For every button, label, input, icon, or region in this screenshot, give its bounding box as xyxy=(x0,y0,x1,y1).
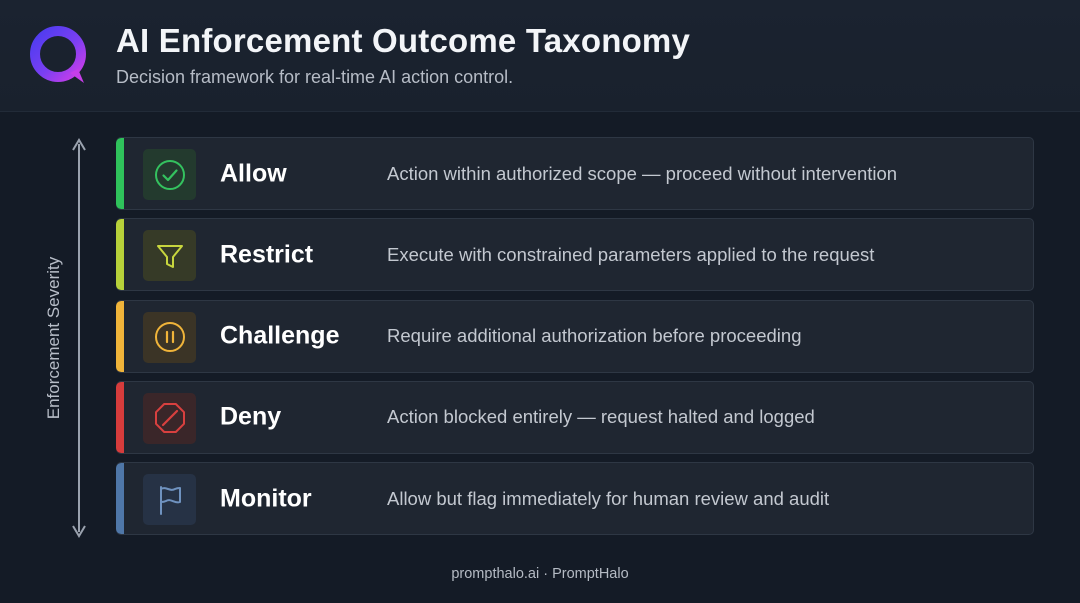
outcome-row-challenge: Challenge Require additional authorizati… xyxy=(116,299,1034,373)
outcome-description: Action within authorized scope — proceed… xyxy=(387,162,898,184)
outcome-row-restrict: Restrict Execute with constrained parame… xyxy=(116,218,1034,292)
outcome-row-deny: Deny Action blocked entirely — request h… xyxy=(116,380,1034,454)
flag-icon xyxy=(159,485,181,515)
footer-credit: prompthalo.ai · PromptHalo xyxy=(451,566,629,582)
page-title: AI Enforcement Outcome Taxonomy xyxy=(116,22,691,59)
outcome-list: Allow Action within authorized scope — p… xyxy=(116,137,1034,543)
outcome-label: Challenge xyxy=(220,321,340,350)
page-subtitle: Decision framework for real-time AI acti… xyxy=(116,67,514,87)
filter-icon xyxy=(156,244,183,268)
outcome-description: Execute with constrained parameters appl… xyxy=(387,243,875,265)
severity-bar xyxy=(116,138,124,209)
severity-bar xyxy=(116,381,124,453)
prompthalo-logo-icon xyxy=(30,26,86,83)
header: AI Enforcement Outcome Taxonomy Decision… xyxy=(0,0,1080,112)
axis-label: Enforcement Severity xyxy=(44,256,63,420)
severity-bar xyxy=(116,463,124,534)
outcome-label: Monitor xyxy=(220,484,312,512)
outcome-label: Restrict xyxy=(220,240,314,269)
outcome-label: Allow xyxy=(220,159,287,187)
icon-box xyxy=(143,230,196,282)
severity-bar xyxy=(116,300,124,372)
blocked-octagon-icon xyxy=(154,403,185,434)
icon-box xyxy=(143,311,196,363)
outcome-description: Allow but flag immediately for human rev… xyxy=(387,487,830,509)
check-circle-icon xyxy=(154,159,185,190)
icon-box xyxy=(143,474,196,525)
outcome-description: Require additional authorization before … xyxy=(387,325,802,346)
outcome-label: Deny xyxy=(220,402,282,431)
severity-axis-arrow xyxy=(72,138,86,538)
severity-bar xyxy=(116,219,124,291)
outcome-row-allow: Allow Action within authorized scope — p… xyxy=(116,137,1034,210)
icon-box xyxy=(143,392,196,444)
outcome-row-monitor: Monitor Allow but flag immediately for h… xyxy=(116,462,1034,535)
outcome-description: Action blocked entirely — request halted… xyxy=(387,406,815,428)
pause-circle-icon xyxy=(154,322,185,352)
icon-box xyxy=(143,149,196,200)
